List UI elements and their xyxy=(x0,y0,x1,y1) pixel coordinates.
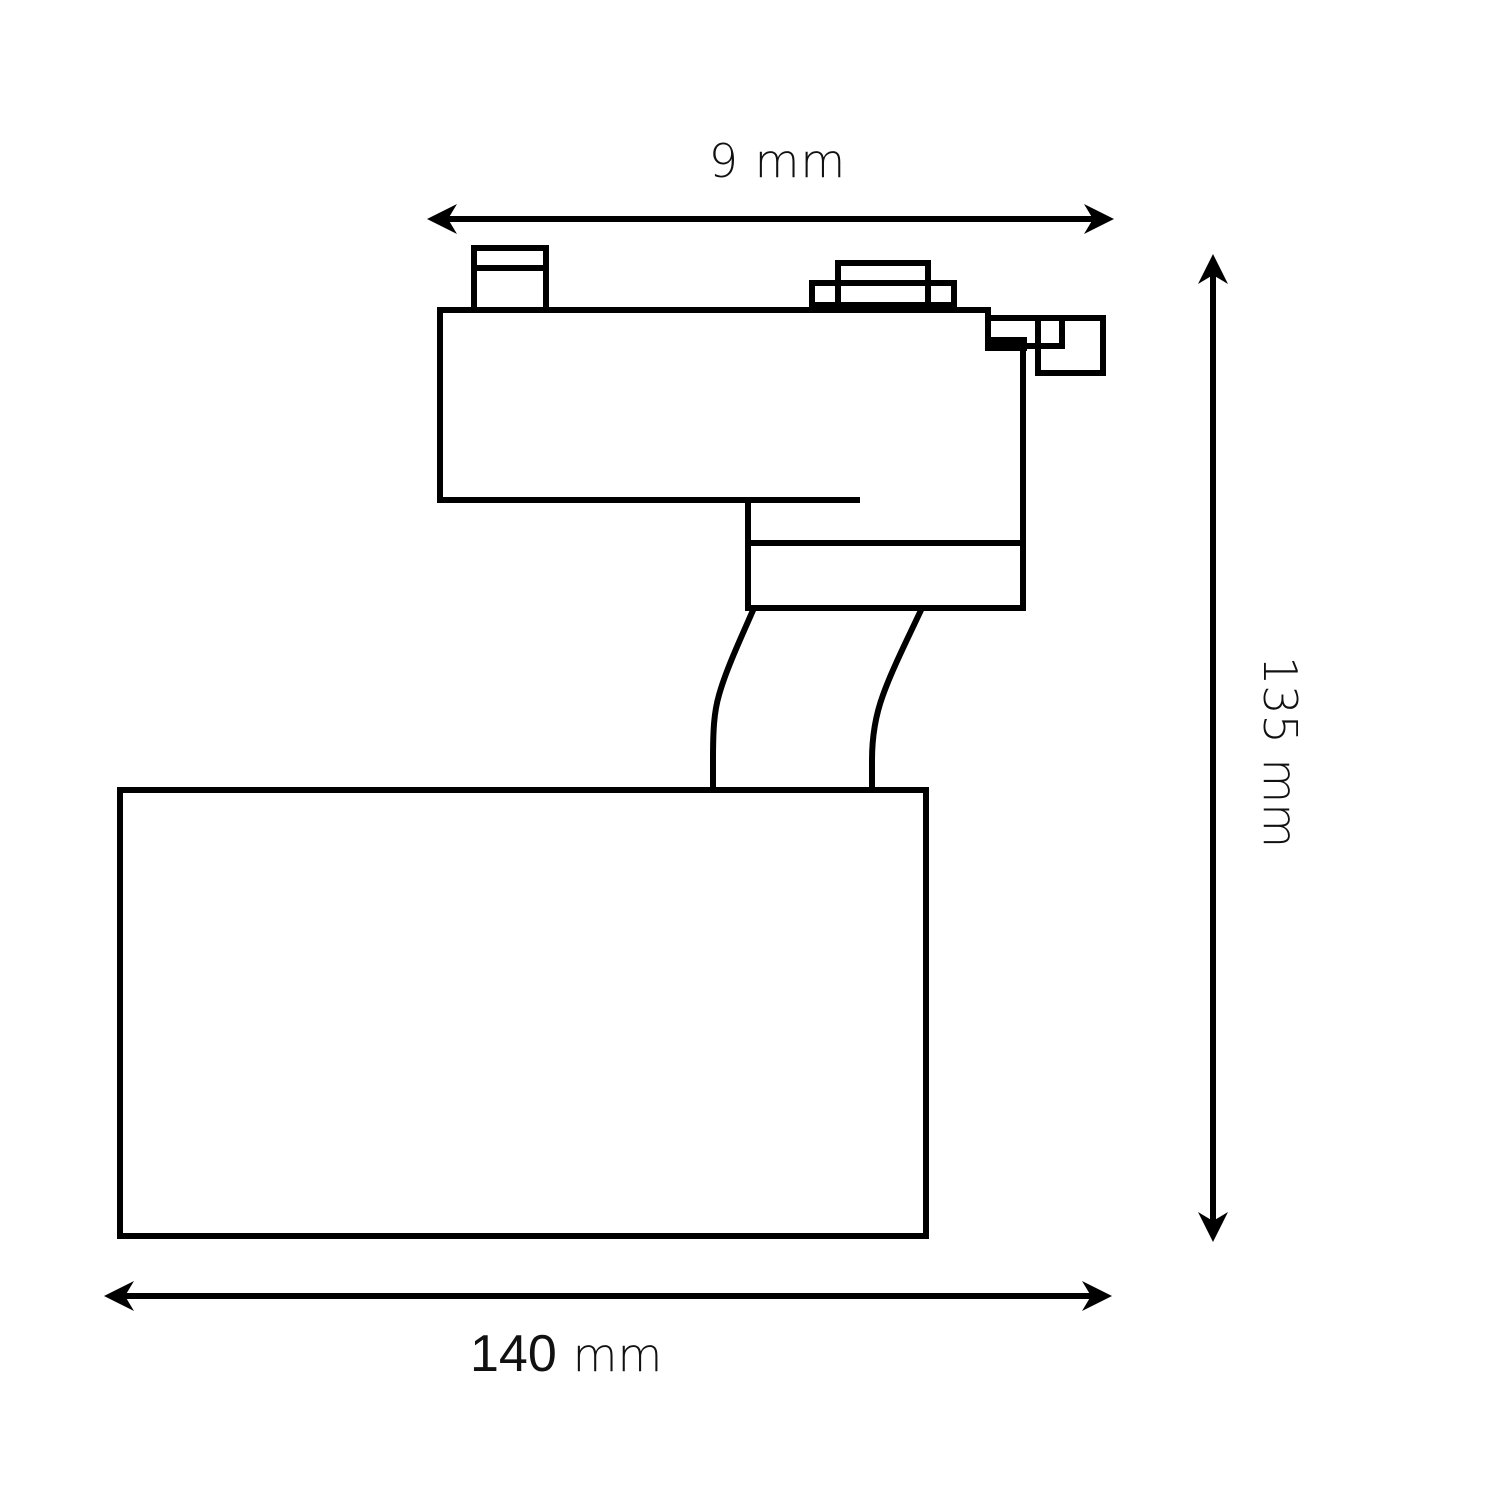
stem-arm xyxy=(710,606,925,790)
body-length-unit: mm xyxy=(572,1328,663,1382)
adapter-contact-pin-left xyxy=(471,245,549,313)
body-length-label: 140 mm xyxy=(470,1328,662,1380)
body-length-value: 140 xyxy=(470,1325,557,1383)
top-width-label: 9 mm xyxy=(708,134,847,188)
adapter-side-latch xyxy=(985,315,1106,376)
overall-height-label: 135 mm xyxy=(1253,655,1307,849)
adapter-contact-block-right xyxy=(809,260,957,313)
lamp-body xyxy=(117,787,929,1239)
track-adapter xyxy=(437,307,1026,611)
